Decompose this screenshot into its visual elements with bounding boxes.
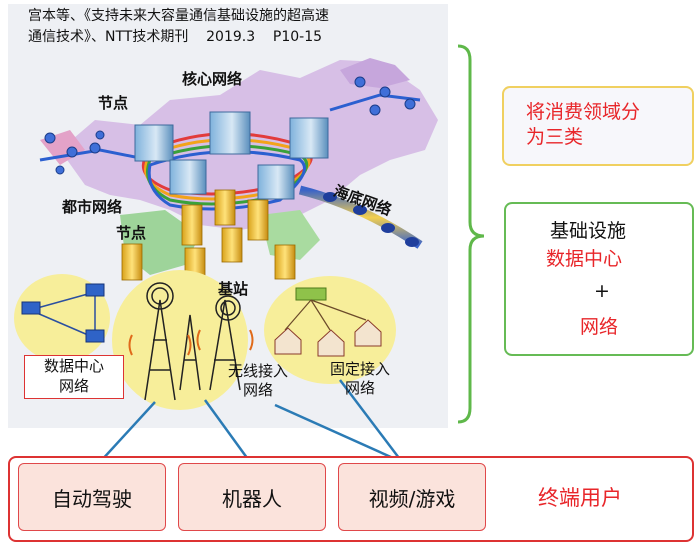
- connector-lines: [99, 379, 403, 464]
- infra-plus: +: [594, 280, 610, 302]
- label-wireless-access: 无线接入 网络: [228, 362, 289, 399]
- infra-item-datacenter: 数据中心: [546, 248, 623, 270]
- terminal-users-label: 终端用户: [538, 486, 622, 510]
- infra-item-network: 网络: [580, 316, 619, 338]
- citation: 宫本等、《支持未来大容量通信基础设施的超高速 通信技术》、NTT技术期刊 201…: [28, 8, 329, 45]
- houses: [274, 319, 382, 357]
- core-buildings: [134, 111, 329, 200]
- wireless-cloud: [112, 270, 248, 410]
- label-node-mid: 节点: [116, 224, 147, 242]
- consumer-panel: 将消费领域分 为三类: [502, 86, 694, 166]
- radio-towers: [144, 282, 241, 401]
- category-video-games: 视频/游戏: [338, 463, 486, 531]
- label-metro-network: 都市网络: [62, 198, 123, 216]
- label-core-network: 核心网络: [182, 70, 243, 88]
- consumer-panel-title: 将消费领域分 为三类: [526, 101, 641, 148]
- label-fixed-access: 固定接入 网络: [330, 360, 391, 397]
- label-base-station: 基站: [218, 280, 249, 298]
- label-datacenter-network: 数据中心 网络: [24, 355, 124, 399]
- infra-title: 基础设施: [550, 220, 627, 242]
- category-robot: 机器人: [178, 463, 326, 531]
- right-bracket: [457, 44, 485, 424]
- metro-towers: [121, 189, 296, 281]
- infrastructure-panel: 基础设施 数据中心 + 网络: [504, 202, 694, 356]
- category-autonomous-driving: 自动驾驶: [18, 463, 166, 531]
- fixed-access-switch: [295, 287, 327, 301]
- label-node-top: 节点: [98, 94, 129, 112]
